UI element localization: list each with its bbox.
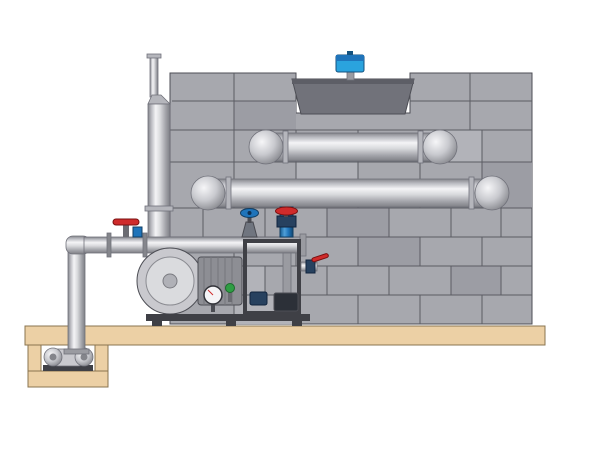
collection-basin: [291, 78, 415, 115]
pit-floor: [27, 370, 109, 388]
discharge-riser: [273, 206, 299, 312]
skid-base: [146, 314, 310, 326]
basin-rim: [292, 79, 414, 84]
ground-platform: [24, 325, 546, 346]
upper-pipe-run: [265, 132, 441, 162]
lower-pipe-ball-right: [474, 175, 510, 211]
header-flange-2: [142, 232, 148, 258]
test-cock-knob: [225, 283, 235, 293]
green-test-cock: [225, 283, 235, 302]
pipe-fitting-blue: [132, 226, 143, 238]
suction-vertical-pipe: [67, 250, 86, 352]
skid-foot: [226, 321, 236, 326]
level-sensor: [335, 51, 365, 81]
makeup-line-cap: [146, 53, 162, 59]
sump-pump-hub-right: [80, 353, 88, 361]
sensor-cap-stripe: [336, 55, 364, 61]
panel-shade: [358, 237, 420, 266]
upper-pipe-ball-left: [248, 129, 284, 165]
gate-valve-hub: [247, 211, 252, 215]
test-cock-stem: [228, 291, 232, 302]
upper-distribution-pipe: [248, 129, 458, 165]
frame-post-right: [297, 239, 301, 315]
sump-pit: [27, 343, 109, 388]
drain-valve: [300, 253, 329, 274]
drain-valve-lever: [311, 253, 329, 263]
gauge-stem: [211, 302, 215, 312]
skid-foot: [152, 321, 162, 326]
riser-pipe: [144, 53, 174, 245]
riser-run: [147, 103, 171, 245]
skid-foot: [292, 321, 302, 326]
lower-pipe-flange-left: [225, 176, 232, 210]
panel-shade: [327, 208, 389, 237]
discharge-bottom-unit: [273, 292, 299, 312]
discharge-valve-body: [276, 215, 297, 228]
support-frame: [243, 239, 301, 315]
motor-fins: [203, 257, 233, 305]
check-valve: [249, 291, 268, 306]
makeup-line: [149, 56, 159, 98]
pressure-gauge: [203, 285, 223, 312]
lower-pipe-flange-right: [468, 176, 475, 210]
circulation-pump: [136, 247, 204, 315]
tee-handle-valve: [112, 218, 140, 237]
lower-pipe-ball-left: [190, 175, 226, 211]
sump-pump-base: [43, 365, 93, 371]
discharge-valve-handwheel: [275, 206, 298, 216]
pit-right-wall: [94, 343, 109, 375]
skid-rail: [146, 314, 310, 321]
frame-post-left: [243, 239, 247, 315]
header-flange-1: [106, 232, 112, 258]
gate-valve: [240, 208, 259, 238]
frame-top-rail: [243, 239, 301, 243]
lower-pipe-run: [207, 178, 493, 208]
tee-valve-handle: [112, 218, 140, 226]
pump-hub: [162, 273, 178, 289]
gate-valve-bonnet: [241, 221, 258, 238]
suction-foot-flange: [63, 348, 90, 355]
drain-valve-body: [305, 259, 316, 274]
upper-pipe-flange-left: [282, 130, 289, 164]
panel-shade: [234, 101, 296, 130]
tee-valve-stem: [123, 225, 129, 237]
gauge-needle: [207, 289, 214, 296]
upper-pipe-flange-right: [417, 130, 424, 164]
panel-shade: [451, 266, 501, 295]
frame-bottom-rail: [243, 311, 301, 315]
sump-pump-hub-left: [49, 353, 57, 361]
discharge-pipe-lower: [282, 252, 292, 298]
upper-pipe-ball-right: [422, 129, 458, 165]
sensor-knob: [347, 51, 353, 55]
lower-distribution-pipe: [190, 175, 510, 211]
riser-flange: [144, 205, 174, 212]
